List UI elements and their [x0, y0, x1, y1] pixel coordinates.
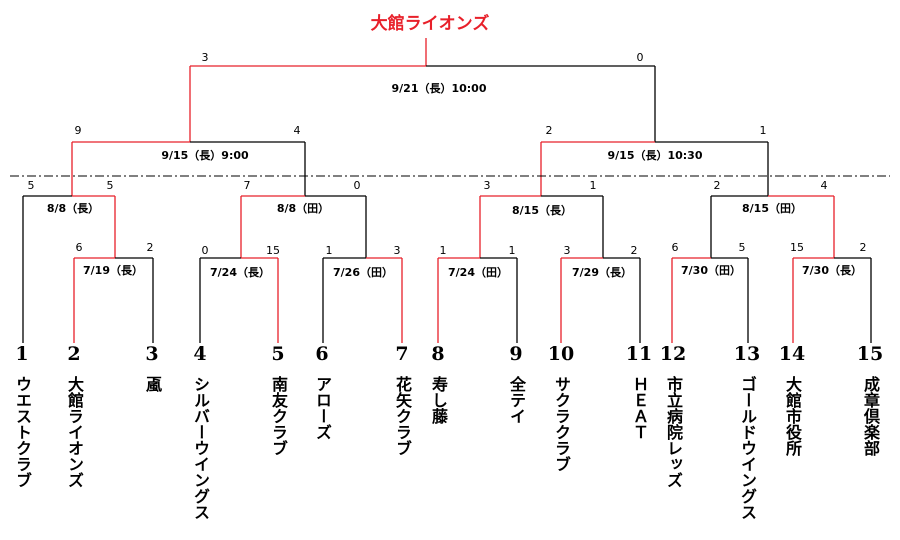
team-number: 7 [395, 343, 409, 365]
match-sf2-score-left: 2 [545, 124, 553, 137]
match-r1g-score-right: 2 [859, 241, 867, 254]
match-r1d-score-left: 1 [439, 244, 447, 257]
team-name: アローズ [313, 376, 332, 440]
match-r1b-score-right: 15 [266, 244, 280, 257]
team-number: 1 [15, 343, 29, 365]
team-name: 颪 [143, 376, 162, 392]
match-r2d-score-right: 4 [820, 179, 828, 192]
team-name: 成章倶楽部 [861, 376, 880, 456]
match-r2d-score-left: 2 [713, 179, 721, 192]
team-number: 5 [271, 343, 285, 365]
match-r1g-date: 7/30（長） [802, 264, 862, 277]
match-r1e-score-left: 3 [563, 244, 571, 257]
match-sf1-date: 9/15（長）9:00 [161, 149, 249, 162]
match-r2c-score-left: 3 [483, 179, 491, 192]
match-r1a-date: 7/19（長） [83, 264, 143, 277]
team-name: ＨＥＡＴ [630, 376, 649, 440]
team-name: 市立病院レッズ [664, 376, 683, 488]
match-r1c-date: 7/26（田） [333, 266, 393, 279]
match-r1b-date: 7/24（長） [210, 266, 270, 279]
match-r1d-date: 7/24（田） [448, 266, 508, 279]
team-number: 13 [733, 343, 761, 365]
team-name: 寿し藤 [429, 376, 448, 424]
match-sf2-date: 9/15（長）10:30 [607, 149, 703, 162]
match-final-score-right: 0 [636, 51, 644, 64]
match-r1f-score-right: 5 [738, 241, 746, 254]
team-name: シルバーウイングス [191, 376, 210, 520]
team-number: 14 [778, 343, 806, 365]
match-r1c-score-left: 1 [325, 244, 333, 257]
team-name: 南友クラブ [269, 376, 288, 456]
match-r2b-date: 8/8（田） [276, 202, 330, 215]
match-r1e-score-right: 2 [630, 244, 638, 257]
team-number: 4 [193, 343, 207, 365]
match-final-date: 9/21（長）10:00 [391, 82, 487, 95]
match-r1c-score-right: 3 [393, 244, 401, 257]
match-r1g-score-left: 15 [790, 241, 804, 254]
team-number: 2 [67, 343, 81, 365]
match-final-score-left: 3 [201, 51, 209, 64]
match-r2b-score-left: 7 [243, 179, 251, 192]
match-r2d-date: 8/15（田） [742, 202, 802, 215]
match-r2a-score-left: 5 [27, 179, 35, 192]
team-number: 9 [509, 343, 523, 365]
team-number: 8 [431, 343, 445, 365]
match-r2c-score-right: 1 [589, 179, 597, 192]
match-r1f-date: 7/30（田） [681, 264, 741, 277]
match-sf1-score-right: 4 [293, 124, 301, 137]
team-name: 花矢クラブ [393, 376, 412, 456]
match-sf2-score-right: 1 [759, 124, 767, 137]
match-r1f-score-left: 6 [671, 241, 679, 254]
match-r2b-score-right: 0 [353, 179, 361, 192]
champion-title: 大館ライオンズ [370, 14, 490, 34]
team-name: サクラクラブ [552, 376, 571, 472]
team-name: ウエストクラブ [13, 376, 32, 488]
team-number: 12 [659, 343, 687, 365]
team-name: 大館ライオンズ [65, 376, 84, 488]
team-name: 大館市役所 [783, 376, 802, 456]
team-number: 10 [547, 343, 575, 365]
match-r2a-date: 8/8（長） [46, 202, 100, 215]
match-r1e-date: 7/29（長） [572, 266, 632, 279]
team-number: 15 [856, 343, 884, 365]
match-r1d-score-right: 1 [508, 244, 516, 257]
match-sf1-score-left: 9 [74, 124, 82, 137]
match-r1b-score-left: 0 [201, 244, 209, 257]
team-number: 3 [145, 343, 159, 365]
match-r1a-score-left: 6 [75, 241, 83, 254]
team-number: 6 [315, 343, 329, 365]
team-name: ゴールドウイングス [738, 376, 757, 520]
team-name: 全テイ [507, 376, 526, 424]
match-r2a-score-right: 5 [106, 179, 114, 192]
match-r2c-date: 8/15（長） [512, 204, 572, 217]
team-number: 11 [625, 343, 653, 365]
match-r1a-score-right: 2 [146, 241, 154, 254]
